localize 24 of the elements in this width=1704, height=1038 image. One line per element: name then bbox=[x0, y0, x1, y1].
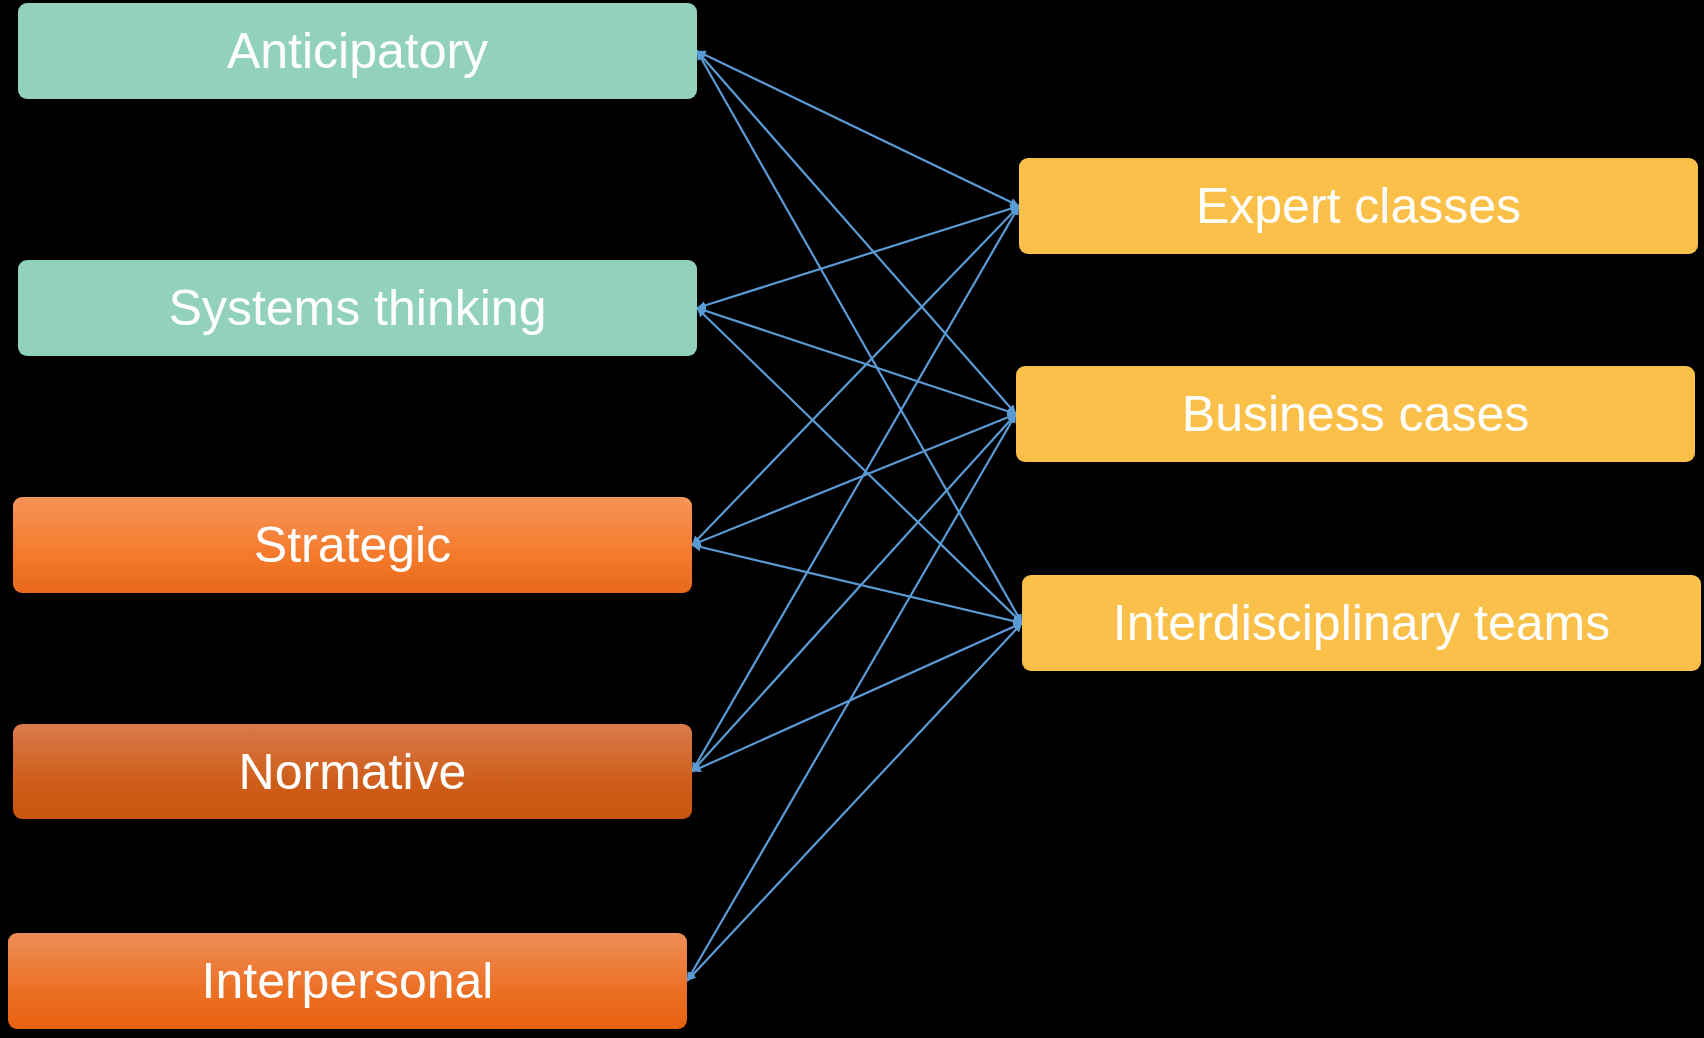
rounded-box bbox=[1016, 366, 1695, 462]
rounded-box bbox=[1022, 575, 1701, 671]
box-label: Business cases bbox=[1181, 385, 1530, 443]
connector-line bbox=[696, 50, 1020, 207]
connector-line bbox=[691, 413, 1017, 546]
rounded-box bbox=[13, 497, 692, 593]
box-label: Interpersonal bbox=[201, 952, 494, 1010]
connector-line bbox=[696, 50, 1017, 415]
box-label: Normative bbox=[238, 742, 467, 801]
rounded-box bbox=[8, 933, 687, 1029]
connector-line bbox=[696, 306, 1017, 416]
rounded-box bbox=[13, 724, 692, 819]
box-label: Strategic bbox=[253, 516, 452, 574]
box-label: Interdisciplinary teams bbox=[1112, 594, 1611, 652]
connector-line bbox=[691, 622, 1023, 773]
connector-line bbox=[686, 622, 1023, 982]
rounded-box bbox=[18, 3, 697, 99]
connector-line bbox=[696, 204, 1020, 310]
box-label: Systems thinking bbox=[168, 279, 547, 337]
rounded-box bbox=[1019, 158, 1698, 254]
box-label: Expert classes bbox=[1195, 177, 1522, 235]
box-label: Anticipatory bbox=[226, 22, 489, 80]
connector-line bbox=[691, 542, 1023, 626]
rounded-box bbox=[18, 260, 697, 356]
